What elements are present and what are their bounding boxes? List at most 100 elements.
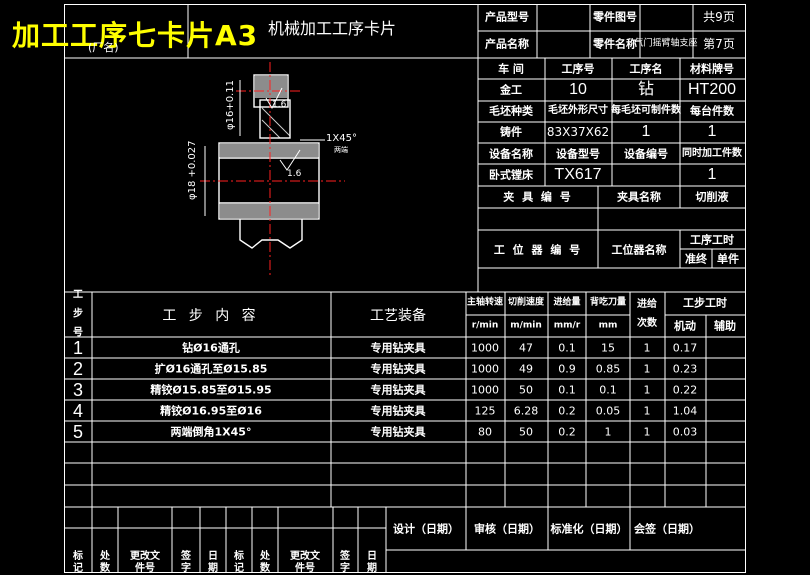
revision-col-label: 日期: [208, 551, 218, 574]
step-no: 4: [72, 401, 84, 421]
step-no: 1: [72, 338, 84, 358]
feed-header: 进给量: [553, 297, 581, 308]
step-passes: 1: [643, 404, 651, 418]
step-rpm: 125: [474, 404, 496, 418]
drawing-foot: [239, 219, 303, 249]
qty-per-unit-value: 1: [707, 123, 717, 140]
step-rpm: 1000: [471, 383, 499, 397]
standard-date-label: 标准化（日期）: [550, 522, 628, 536]
chamfer-both-ends: 两端: [334, 146, 348, 154]
revision-col-label: 处数: [260, 551, 270, 574]
process-no-value: 10: [569, 81, 587, 98]
part-name-label: 零件名称: [593, 37, 637, 51]
step-equipment: 专用钻夹具: [370, 341, 426, 355]
process-no-label: 工序号: [561, 62, 595, 76]
step-no-header: 工步号: [73, 289, 83, 339]
step-no: 5: [72, 422, 84, 442]
overlay-title: 加工工序七卡片A3: [12, 19, 259, 52]
dim-side-label: φ18 +0.027: [187, 140, 198, 200]
step-equipment: 专用钻夹具: [370, 383, 426, 397]
parts-per-blank-value: 1: [641, 123, 651, 140]
equipment-name-value: 卧式镗床: [489, 168, 533, 182]
step-feed: 0.2: [558, 404, 576, 418]
step-cutting-speed: 50: [519, 383, 533, 397]
feed-unit: mm/r: [553, 320, 581, 331]
prep-time-label: 准终: [685, 252, 707, 266]
equipment-no-label: 设备编号: [624, 147, 668, 161]
dim-top-label: φ16+0.11: [225, 80, 236, 130]
step-depth: 0.05: [595, 404, 621, 418]
part-name-value: 气门摇臂轴支座: [634, 38, 698, 49]
part-drawing-label: 零件图号: [593, 10, 637, 24]
cutting-speed-header: 切削速度: [507, 297, 545, 308]
step-cutting-speed: 6.28: [513, 404, 539, 418]
drawing-neck: [259, 99, 291, 139]
equipment-model-value: TX617: [554, 166, 602, 183]
step-feed: 0.2: [558, 425, 576, 439]
step-machine-time: 0.03: [672, 425, 698, 439]
revision-col-label: 日期: [367, 551, 377, 574]
step-content: 精铰Ø15.85至Ø15.95: [150, 383, 272, 397]
step-depth: 0.85: [595, 362, 621, 376]
station-tool-no-label: 工 位 器 编 号: [493, 243, 583, 257]
spindle-unit: r/min: [471, 320, 499, 331]
blank-type-value: 铸件: [500, 125, 522, 139]
card-title: 机械加工工序卡片: [268, 21, 397, 38]
material-value: HT200: [687, 81, 737, 98]
workshop-value: 金工: [500, 83, 522, 97]
step-passes: 1: [643, 383, 651, 397]
revision-col-label: 标记: [73, 551, 83, 574]
process-name-label: 工序名: [629, 62, 663, 76]
simultaneous-value: 1: [707, 166, 717, 183]
simultaneous-label: 同时加工件数: [682, 148, 742, 159]
station-tool-name-label: 工位器名称: [611, 243, 667, 257]
review-date-label: 审核（日期）: [474, 522, 540, 536]
total-pages: 共9页: [703, 10, 735, 24]
step-machine-time: 0.23: [672, 362, 698, 376]
chamfer-label: 1X45°: [326, 133, 357, 144]
step-no: 2: [72, 359, 84, 379]
step-no: 3: [72, 380, 84, 400]
step-depth: 15: [601, 341, 615, 355]
unit-time-label: 单件: [717, 252, 739, 266]
step-feed: 0.1: [558, 341, 576, 355]
revision-col-label: 签字: [181, 551, 191, 574]
revision-col-label: 更改文件号: [290, 551, 320, 574]
equipment-model-label: 设备型号: [556, 147, 600, 161]
qty-per-unit-label: 每台件数: [690, 104, 734, 118]
step-content: 精铰Ø16.95至Ø16: [160, 404, 262, 418]
page-number: 第7页: [703, 37, 735, 51]
countersign-date-label: 会签（日期）: [634, 522, 700, 536]
step-equipment: 专用钻夹具: [370, 404, 426, 418]
step-depth: 1: [604, 425, 612, 439]
step-passes: 1: [643, 341, 651, 355]
process-time-label: 工序工时: [690, 233, 734, 247]
blank-type-label: 毛坯种类: [489, 104, 533, 118]
step-content: 扩Ø16通孔至Ø15.85: [154, 362, 268, 376]
step-rpm: 80: [478, 425, 492, 439]
machine-time-header: 机动: [674, 319, 696, 333]
blank-size-label: 毛坯外形尺寸: [548, 105, 608, 116]
step-content-header: 工 步 内 容: [162, 308, 260, 324]
step-machine-time: 1.04: [672, 404, 698, 418]
equipment-name-label: 设备名称: [489, 147, 533, 161]
process-name-value: 钻: [637, 81, 655, 98]
revision-col-label: 标记: [234, 551, 244, 574]
step-passes: 1: [643, 425, 651, 439]
fixture-no-label: 夹 具 编 号: [503, 190, 573, 204]
workshop-label: 车 间: [498, 62, 524, 76]
factory-name: (厂名): [88, 41, 119, 54]
step-depth: 0.1: [599, 383, 617, 397]
design-date-label: 设计（日期）: [393, 522, 459, 536]
step-equipment: 专用钻夹具: [370, 362, 426, 376]
step-cutting-speed: 47: [519, 341, 533, 355]
spindle-speed-header: 主轴转速: [466, 297, 504, 308]
roughness-2: 1.6: [287, 169, 302, 179]
fixture-name-label: 夹具名称: [617, 190, 661, 204]
material-label: 材料牌号: [690, 62, 734, 76]
step-passes: 1: [643, 362, 651, 376]
step-rpm: 1000: [471, 341, 499, 355]
parts-per-blank-label: 每毛坯可制件数: [611, 105, 681, 116]
